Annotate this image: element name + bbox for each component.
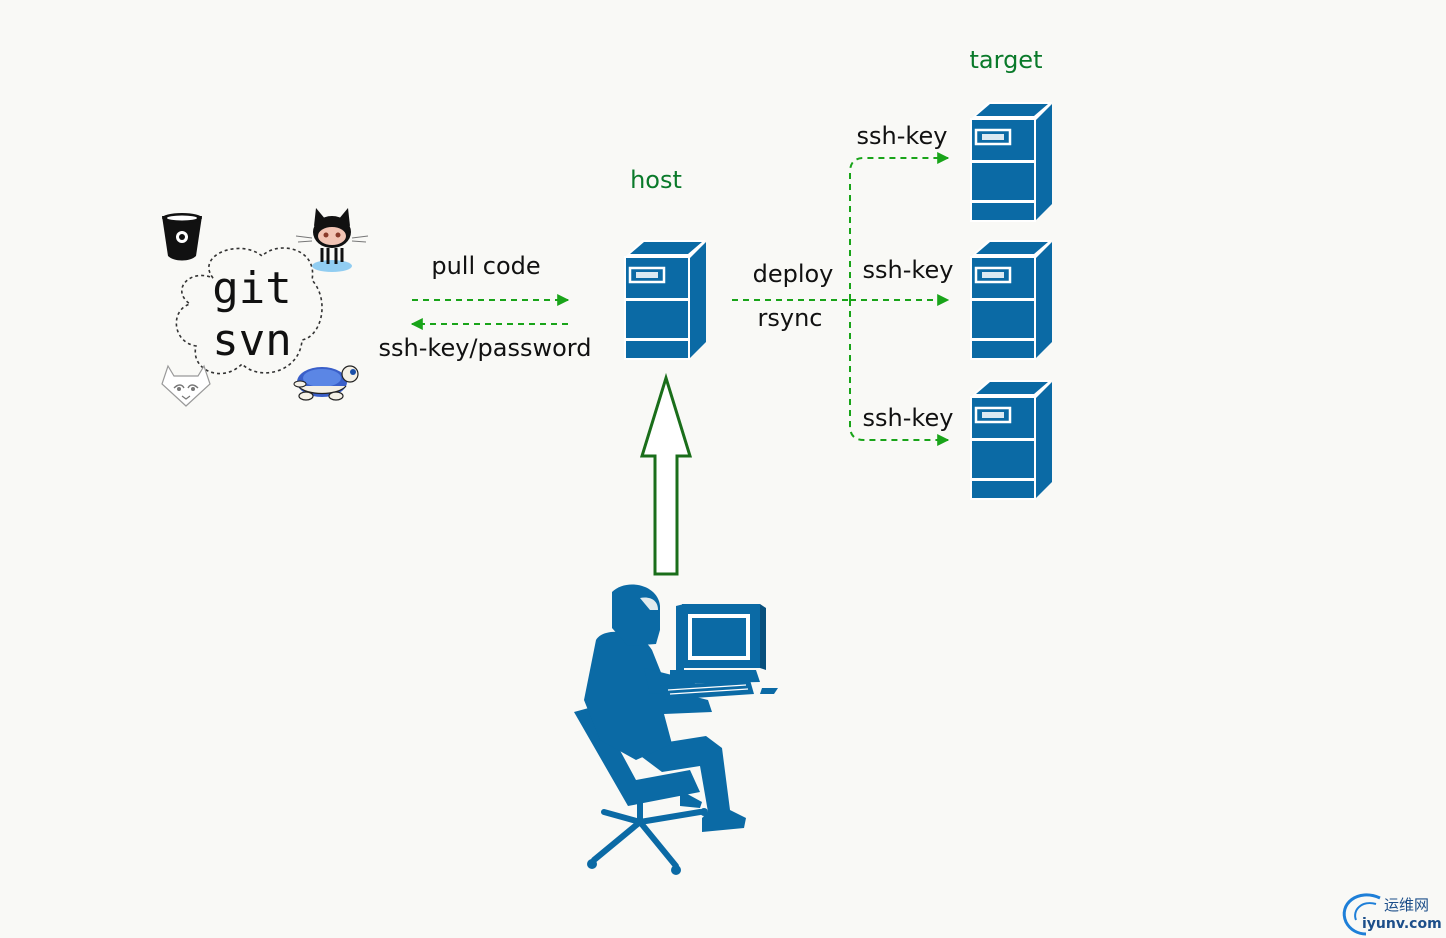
person-at-computer-icon: [574, 584, 778, 875]
github-octocat-icon: [295, 208, 369, 272]
deploy-branch-bottom: [849, 300, 950, 446]
vcs-svn-label: svn: [212, 315, 291, 366]
gitlab-icon: [161, 364, 211, 407]
target-server-icon-1: [968, 100, 1054, 224]
pull-code-label: pull code: [431, 252, 540, 280]
deploy-label: deploy: [753, 260, 834, 288]
target-server-icon-2: [968, 238, 1054, 362]
target-server-icon-3: [968, 378, 1054, 502]
pull-code-arrows: [410, 294, 570, 330]
rsync-label: rsync: [758, 304, 823, 332]
watermark-domain: iyunv.com: [1362, 916, 1442, 932]
watermark-chinese: 运维网: [1384, 896, 1429, 914]
vcs-git-label: git: [212, 263, 291, 314]
bitbucket-icon: [162, 213, 202, 261]
vcs-group: git svn: [161, 208, 369, 407]
host-label: host: [630, 166, 682, 194]
vcs-cloud: [175, 247, 323, 375]
deploy-arrows: [732, 152, 950, 446]
host-server-icon: [622, 238, 708, 362]
hollow-up-arrow-icon: [639, 372, 693, 576]
ssh-key-label-bottom: ssh-key: [863, 404, 954, 432]
tortoise-svn-icon: [293, 365, 359, 401]
watermark-logo: 运维网 iyunv.com: [1342, 893, 1442, 936]
ssh-key-label-top: ssh-key: [857, 122, 948, 150]
ssh-key-label-middle: ssh-key: [863, 256, 954, 284]
ssh-key-password-label: ssh-key/password: [379, 334, 592, 362]
target-label: target: [970, 46, 1043, 74]
